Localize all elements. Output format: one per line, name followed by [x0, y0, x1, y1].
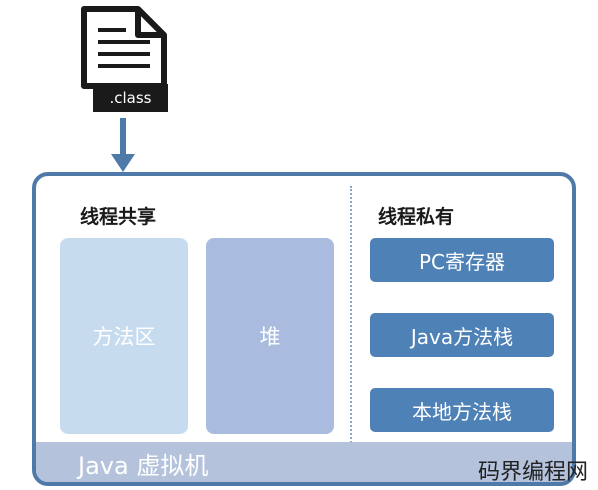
pc-register-box: PC寄存器 [370, 238, 554, 282]
section-divider [350, 186, 352, 446]
thread-shared-title: 线程共享 [80, 206, 157, 228]
pc-register-label: PC寄存器 [418, 249, 506, 274]
heap-box: 堆 [206, 238, 334, 434]
method-area-label: 方法区 [92, 325, 156, 349]
method-area-box: 方法区 [60, 238, 188, 434]
jvm-footer: Java 虚拟机 [36, 442, 572, 482]
down-arrow-icon [111, 118, 135, 172]
class-file-label: .class [93, 84, 168, 112]
heap-label: 堆 [259, 325, 281, 349]
java-method-stack-label: Java方法栈 [410, 324, 514, 349]
java-method-stack-box: Java方法栈 [370, 313, 554, 357]
native-method-stack-label: 本地方法栈 [412, 399, 512, 424]
document-icon [81, 6, 167, 89]
jvm-frame: 线程共享 线程私有 方法区 堆 PC寄存器 Java方法栈 本地方法栈 Java… [32, 172, 576, 486]
native-method-stack-box: 本地方法栈 [370, 388, 554, 432]
jvm-title: Java 虚拟机 [78, 452, 209, 480]
watermark: 码界编程网 [477, 460, 588, 485]
thread-private-title: 线程私有 [378, 206, 455, 228]
